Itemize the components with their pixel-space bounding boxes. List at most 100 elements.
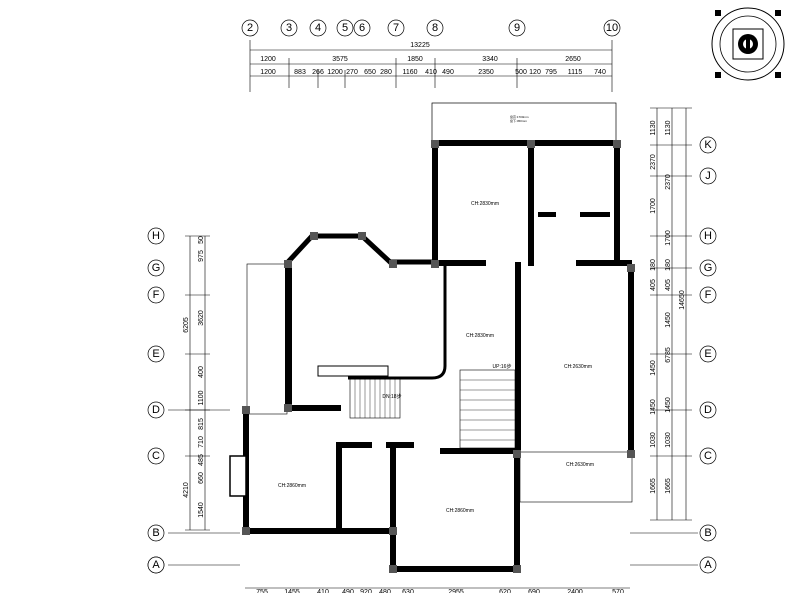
room-label-a: CH:2830mm <box>471 201 499 207</box>
building-walls <box>229 102 635 573</box>
svg-text:E: E <box>704 348 711 360</box>
right-axis-a: A <box>699 556 717 574</box>
right-axis-h: H <box>699 227 717 245</box>
left-axis-b: B <box>147 524 165 542</box>
bdim-5: 480 <box>379 589 391 593</box>
dim-row2-0: 1200 <box>260 56 276 63</box>
ldim-inner-1: 975 <box>198 250 205 262</box>
dim-row2-2: 1850 <box>407 56 423 63</box>
svg-text:G: G <box>152 262 161 274</box>
rdim-inner-0: 1130 <box>665 120 672 135</box>
left-axis-f: F <box>147 286 165 304</box>
axis-bubble-8: 8 <box>426 19 444 37</box>
svg-text:3: 3 <box>286 22 292 34</box>
axis-bubble-6: 6 <box>353 19 371 37</box>
dim-row3-5: 650 <box>364 69 376 76</box>
svg-text:9: 9 <box>514 22 520 34</box>
dim-row2-1: 3575 <box>332 56 348 63</box>
axis-bubble-2: 2 <box>241 19 259 37</box>
right-axis-g: G <box>699 259 717 277</box>
left-axis-e: E <box>147 345 165 363</box>
svg-text:A: A <box>152 559 160 571</box>
right-axis-b: B <box>699 524 717 542</box>
svg-text:2: 2 <box>247 22 253 34</box>
svg-text:H: H <box>152 230 160 242</box>
dim-row3-9: 490 <box>442 69 454 76</box>
top-dimensions: 13225 1200 3575 1850 3340 2650 1200 883 … <box>249 40 613 92</box>
svg-text:5: 5 <box>342 22 348 34</box>
ldim-outer-0: 6205 <box>183 317 190 333</box>
rdim-inner-7: 1030 <box>665 432 672 448</box>
bdim-2: 410 <box>317 589 329 593</box>
right-dimensions: 1130 2370 1700 180 405 1450 6785 1450 10… <box>650 107 692 521</box>
svg-text:10: 10 <box>606 22 618 34</box>
axis-lines <box>168 409 698 566</box>
left-axis-d: D <box>147 401 165 419</box>
svg-text:K: K <box>704 139 712 151</box>
right-axis-f: F <box>699 286 717 304</box>
ldim-inner-0: 50 <box>198 236 205 244</box>
left-axis-c: C <box>147 447 165 465</box>
bdim-1: 1455 <box>284 589 300 593</box>
axis-bubble-10: 10 <box>603 19 621 37</box>
ldim-inner-5: 815 <box>198 418 205 430</box>
ldim-inner-2: 3620 <box>198 310 205 326</box>
ldim-outer-1: 4210 <box>183 482 190 498</box>
rdim-inner-3: 180 <box>665 259 672 271</box>
window-note-2: 窗下:450mm <box>510 118 527 123</box>
bottom-axis-bubbles: A <box>147 556 165 574</box>
svg-text:D: D <box>704 404 712 416</box>
rdim-inner-8: 1665 <box>665 478 672 494</box>
dim-row3-1: 883 <box>294 69 306 76</box>
stair-label-dn: DN:18步 <box>382 394 401 400</box>
room-label-e: CH:2860mm <box>446 508 474 514</box>
svg-text:F: F <box>153 289 160 301</box>
bdim-10: 2400 <box>567 589 583 593</box>
dim-total: 13225 <box>410 42 430 49</box>
bottom-dimensions: 755 1455 410 490 920 480 630 2955 620 69… <box>245 587 630 593</box>
rdim-outer-1: 2370 <box>650 154 657 170</box>
ldim-inner-6: 710 <box>198 436 205 448</box>
room-label-top: CH:2630mm <box>566 462 594 468</box>
stair-left <box>349 377 401 419</box>
rdim-outer-9: 1665 <box>650 478 657 494</box>
ldim-inner-4: 400 <box>198 366 205 378</box>
bdim-8: 620 <box>499 589 511 593</box>
dim-row3-2: 266 <box>312 69 324 76</box>
svg-text:8: 8 <box>432 22 438 34</box>
dim-row3-4: 270 <box>346 69 358 76</box>
window-note-1: 窗高:1700mm <box>510 114 529 119</box>
dim-row3-11: 500 <box>515 69 527 76</box>
rdim-outer-2: 1700 <box>650 198 657 214</box>
room-label-b: CH:2830mm <box>466 333 494 339</box>
ldim-inner-3: 1100 <box>198 390 205 405</box>
dim-row3-3: 1200 <box>327 69 343 76</box>
room-labels: CH:2830mm CH:2830mm CH:2630mm CH:2860mm … <box>278 114 594 514</box>
right-axis-c: C <box>699 447 717 465</box>
dim-row3-7: 1160 <box>402 69 417 76</box>
dim-row3-6: 280 <box>380 69 392 76</box>
dim-row2-4: 2650 <box>565 56 581 63</box>
rdim-outer-6: 6785 <box>665 347 672 363</box>
ldim-inner-8: 660 <box>198 472 205 484</box>
right-axis-d: D <box>699 401 717 419</box>
bdim-7: 2955 <box>448 589 464 593</box>
axis-bubble-7: 7 <box>387 19 405 37</box>
svg-text:J: J <box>705 170 711 182</box>
left-dimensions: 6205 4210 50 975 3620 1100 400 815 710 4… <box>183 235 210 531</box>
rdim-inner-4: 405 <box>665 279 672 291</box>
svg-text:7: 7 <box>393 22 399 34</box>
bdim-3: 490 <box>342 589 354 593</box>
bdim-9: 690 <box>528 589 540 593</box>
right-axis-e: E <box>699 345 717 363</box>
svg-text:C: C <box>152 450 160 462</box>
axis-bubble-3: 3 <box>280 19 298 37</box>
compass-logo <box>711 7 785 81</box>
svg-text:B: B <box>704 527 711 539</box>
rdim-inner-5: 1450 <box>665 312 672 328</box>
right-axis-j: J <box>699 167 717 185</box>
svg-text:G: G <box>704 262 713 274</box>
svg-text:B: B <box>152 527 159 539</box>
axis-bubble-5: 5 <box>336 19 354 37</box>
